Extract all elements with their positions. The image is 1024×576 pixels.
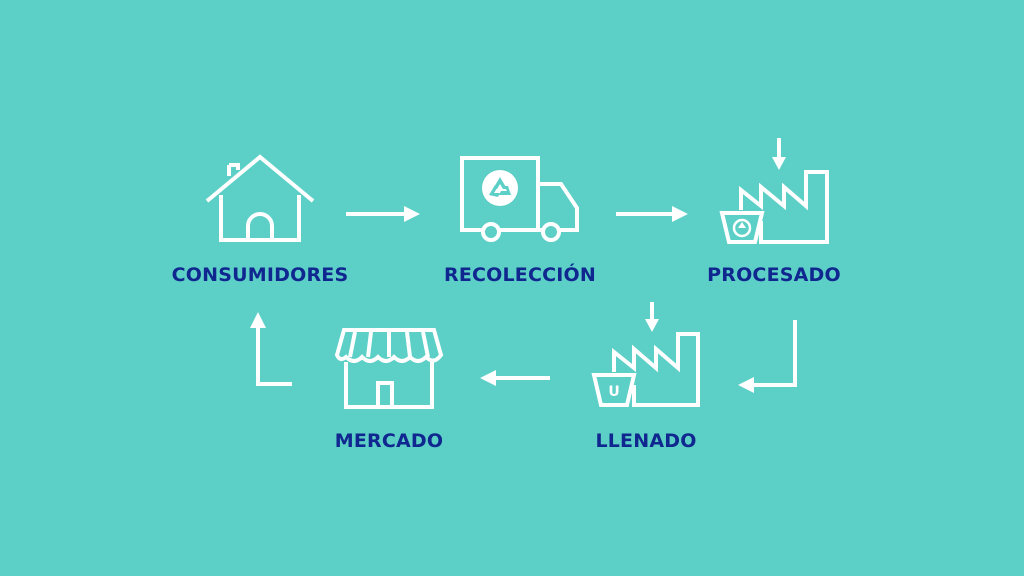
step-label-recoleccion: RECOLECCIÓN (443, 264, 597, 286)
filling-factory-icon: U (591, 302, 700, 407)
arrow-right-icon (346, 206, 420, 222)
step-label-llenado: LLENADO (595, 430, 697, 452)
market-store-icon (334, 328, 444, 409)
recycle-icon (489, 177, 511, 197)
arrow-up-icon (250, 312, 292, 386)
house-icon (205, 154, 315, 242)
step-label-consumidores: CONSUMIDORES (171, 264, 349, 286)
step-label-procesado: PROCESADO (707, 264, 841, 286)
recycling-truck-icon (460, 156, 579, 242)
arrow-right-icon (616, 206, 688, 222)
brand-logo-icon: U (608, 384, 619, 400)
recycling-factory-icon (719, 138, 829, 244)
step-label-mercado: MERCADO (334, 430, 444, 452)
arrow-down-left-icon (738, 320, 797, 393)
arrow-left-icon (480, 370, 550, 386)
